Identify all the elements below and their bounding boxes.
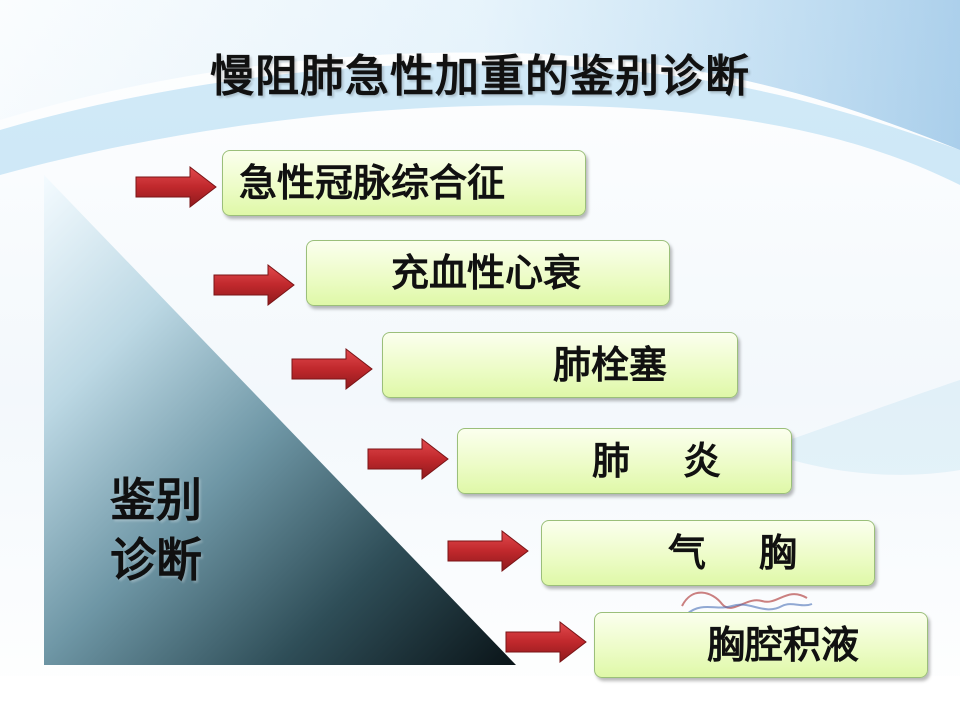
bottom-band	[0, 676, 960, 720]
slide-title: 慢阻肺急性加重的鉴别诊断	[210, 51, 750, 102]
side-label-line-2: 诊断	[110, 533, 202, 587]
arrow-icon	[447, 529, 529, 573]
arrow-icon	[291, 347, 373, 391]
diagnosis-item-6: 胸腔积液	[594, 612, 928, 678]
diagnosis-item-4: 肺 炎	[457, 428, 792, 494]
diagnosis-item-1: 急性冠脉综合征	[222, 150, 586, 216]
arrow-icon	[135, 165, 217, 209]
side-label: 鉴别 诊断	[110, 470, 250, 590]
decorative-line-art	[681, 591, 813, 615]
arrow-icon	[213, 263, 295, 307]
diagnosis-item-2: 充血性心衰	[306, 240, 670, 306]
side-label-line-1: 鉴别	[110, 473, 202, 527]
diagnosis-item-3: 肺栓塞	[382, 332, 738, 398]
diagnosis-item-5: 气 胸	[541, 520, 875, 586]
arrow-icon	[505, 620, 587, 664]
arrow-icon	[367, 437, 449, 481]
